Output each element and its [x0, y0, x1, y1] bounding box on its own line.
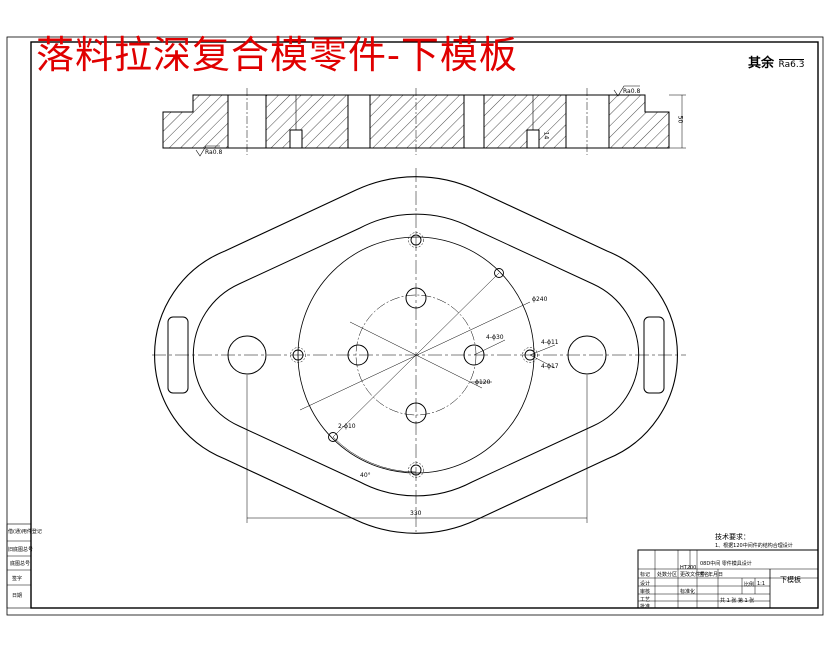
hole-120-top: [405, 287, 427, 309]
sheet-outer-border: [6, 36, 824, 616]
right-slot: [643, 316, 665, 394]
dim-330: 330: [410, 510, 422, 517]
dim-4x17: 4-ϕ17: [541, 363, 559, 370]
title-block-scale: 1:1: [757, 581, 766, 587]
tb-row-10: 标准化: [680, 589, 696, 595]
left-strip-1: 旧底图总号: [8, 547, 34, 553]
threaded-holes: [290, 232, 538, 478]
plan-view: [152, 168, 686, 534]
notes-title: 技术要求：: [715, 533, 750, 541]
rest-label: 其余: [748, 56, 775, 71]
left-strip-0: 借(通)用件登记: [8, 529, 42, 535]
left-strip-2: 底图总号: [10, 561, 31, 567]
drawing-title: 落料拉深复合模零件-下模板: [36, 33, 518, 77]
notes-line1: 1、根据120中间件的结构合理设计: [715, 543, 793, 549]
tb-row-4: 签名: [699, 572, 710, 578]
hole-120-left: [347, 344, 369, 366]
title-block-sheet: 共 1 张 第 1 张: [720, 598, 755, 604]
title-block-scale-label: 比例: [744, 582, 755, 588]
tb-row-6: 设计: [640, 581, 651, 587]
dim-4x30: 4-ϕ30: [486, 334, 504, 341]
left-strip-4: 日期: [12, 593, 23, 599]
inner-contour: [192, 213, 640, 497]
tb-row-9: 批准: [640, 604, 651, 610]
dim-4x11: 4-ϕ11: [541, 339, 559, 346]
outer-contour: [154, 176, 678, 534]
dim-40deg: 40°: [360, 472, 371, 479]
surface-roughness-rest: 其余 Ra6.3: [748, 52, 805, 71]
pin-hole-upper: [494, 268, 504, 278]
section-view: [162, 85, 686, 157]
tb-row-5: 年月日: [708, 572, 724, 578]
counterbore-dim: 14: [542, 131, 550, 140]
left-strip-3: 签字: [12, 576, 23, 582]
tb-row-8: 工艺: [640, 597, 651, 603]
title-block-part: 下模板: [780, 576, 801, 584]
left-slot: [167, 316, 189, 394]
bottom-ra-label: Ra0.8: [205, 149, 223, 156]
hole-120-bottom: [405, 402, 427, 424]
left-strip: [6, 523, 32, 609]
tb-row-3: 更改文件号: [680, 572, 706, 578]
pitch-circle-240: [297, 236, 535, 474]
guide-hole-left: [227, 335, 267, 375]
tb-row-0: 标记: [640, 572, 651, 578]
dim-pins: 2-ϕ10: [338, 423, 356, 430]
pin-hole-lower: [328, 432, 338, 442]
title-block-material: HT200: [680, 565, 697, 571]
dim-240: ϕ240: [532, 296, 548, 303]
tb-row-7: 审核: [640, 589, 651, 595]
title-block-company: 08D中间 零件模具设计: [700, 561, 752, 567]
thickness-dim: 50: [676, 115, 684, 124]
title-block: [637, 549, 819, 609]
sheet-inner-border: [30, 41, 819, 609]
tb-row-1: 处数: [657, 572, 668, 578]
rest-ra-value: Ra6.3: [778, 59, 805, 70]
pitch-circle-120: [355, 294, 477, 416]
tb-row-2: 分区: [667, 572, 678, 578]
hole-120-right: [463, 344, 485, 366]
dim-120: ϕ120: [475, 379, 491, 386]
guide-hole-right: [567, 335, 607, 375]
top-ra-label: Ra0.8: [623, 88, 641, 95]
